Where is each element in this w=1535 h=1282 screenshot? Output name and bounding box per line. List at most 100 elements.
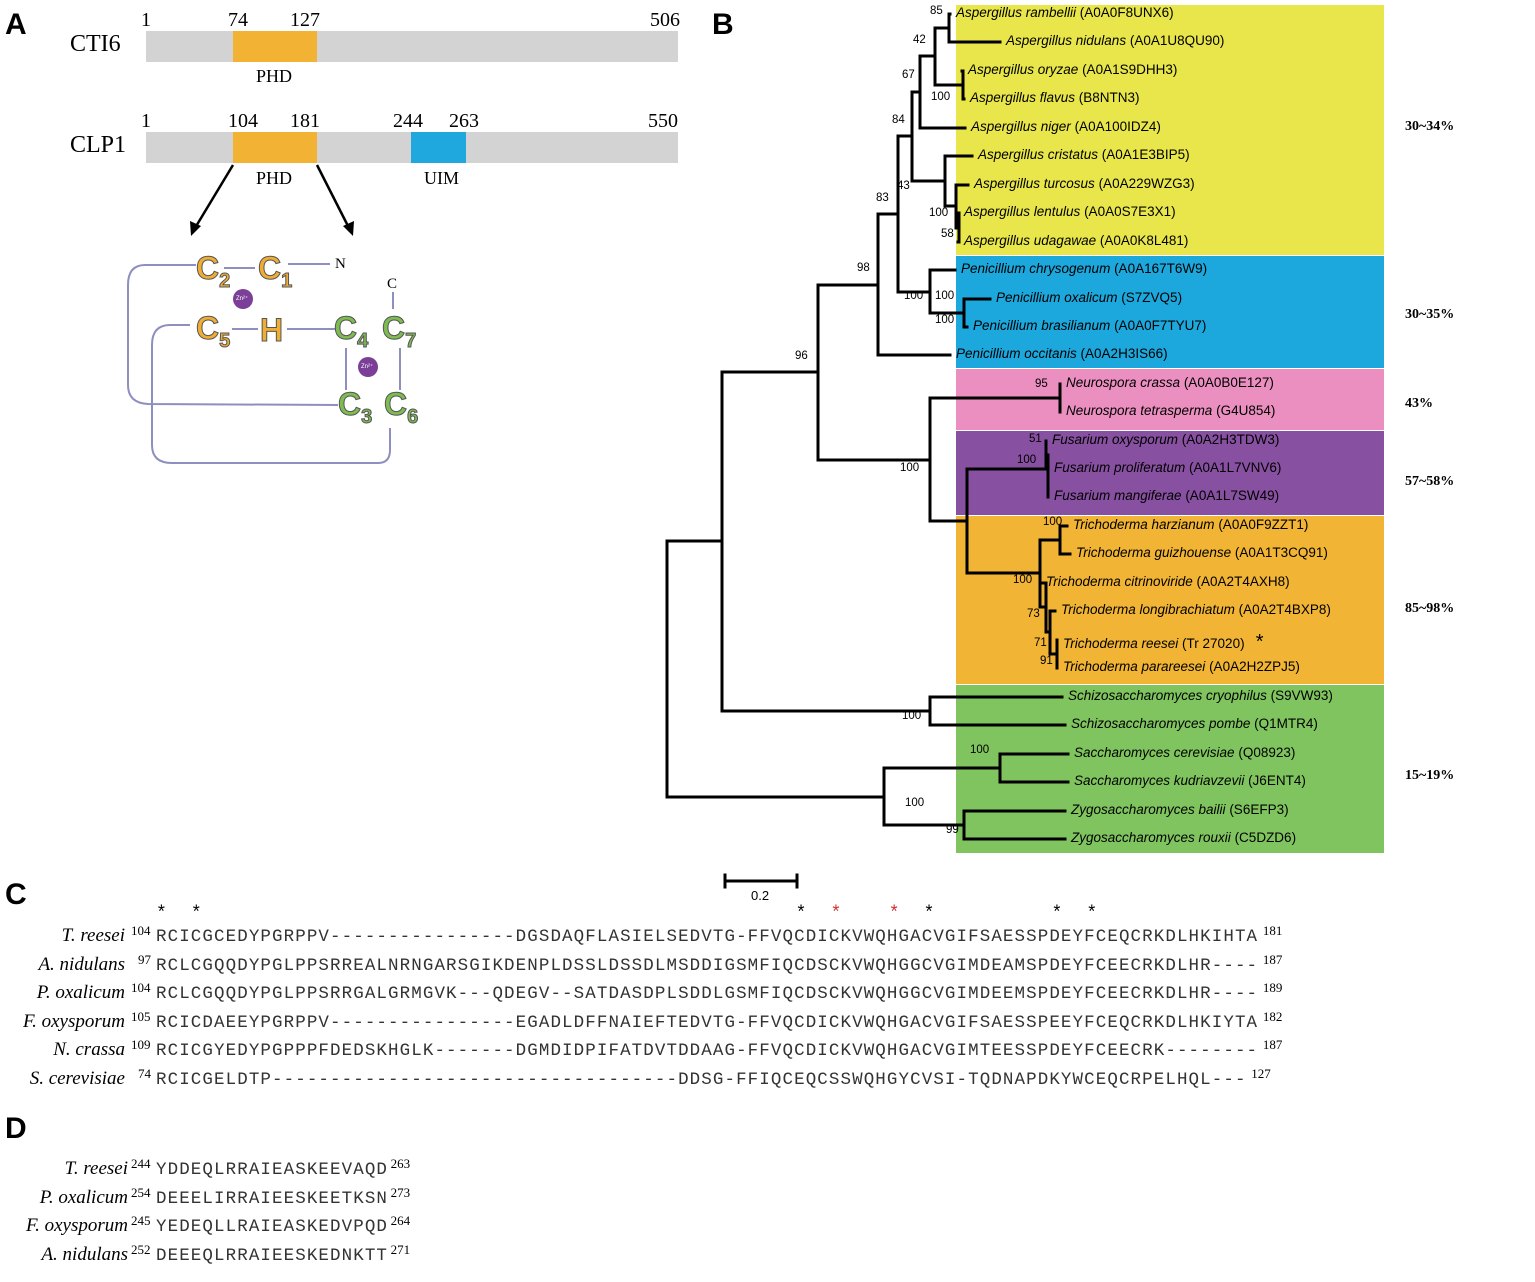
bootstrap-value: 83 [876, 192, 889, 204]
bootstrap-value: 100 [935, 290, 955, 302]
end-position: 127 [1251, 1065, 1271, 1081]
taxon-species: Aspergillus turcosus [974, 176, 1095, 191]
taxon-label: Aspergillus cristatus (A0A1E3BIP5) [978, 147, 1190, 162]
species-name: P. oxalicum [39, 1186, 128, 1208]
residue-letter: H [259, 312, 284, 349]
bootstrap-value: 100 [905, 797, 925, 809]
end-position: 189 [1262, 980, 1283, 995]
c-terminus-label: C [387, 276, 398, 292]
cti6-end: 506 [650, 9, 680, 31]
taxon-species: Aspergillus niger [971, 119, 1071, 134]
bootstrap-value: 100 [935, 314, 955, 326]
taxon-label: Trichoderma reesei (Tr 27020) * [1063, 631, 1263, 654]
aligned-sequence: RCICGELDTP------------------------------… [156, 1069, 1247, 1090]
end-position: 182 [1262, 1008, 1283, 1024]
species-name: T. reesei [64, 1158, 128, 1179]
bootstrap-value: 85 [930, 5, 943, 17]
taxon-label: Trichoderma longibrachiatum (A0A2T4BXP8) [1061, 602, 1331, 617]
taxon-accession: (A0A1S9DHH3) [1078, 62, 1178, 77]
species-name: F. oxysporum [25, 1215, 128, 1236]
end-position: 187 [1262, 951, 1283, 967]
taxon-species: Trichoderma parareesei [1063, 659, 1206, 674]
identity-label-4: 57~58% [1405, 474, 1455, 489]
taxon-species: Trichoderma citrinoviride [1046, 574, 1193, 589]
clp1-label: CLP1 [70, 132, 127, 158]
residue-index: 7 [405, 330, 417, 353]
taxon-accession: (A0A0F8UNX6) [1076, 5, 1174, 20]
taxon-label: Penicillium chrysogenum (A0A167T6W9) [961, 261, 1207, 276]
taxon-accession: (G4U854) [1212, 403, 1276, 418]
aligned-sequence: RCLCGQQDYPGLPPSRREALNRNGARSGIKDENPLDSSLD… [156, 955, 1259, 976]
taxon-species: Aspergillus oryzae [968, 62, 1079, 77]
bootstrap-value: 58 [941, 228, 954, 240]
bootstrap-value: 96 [795, 350, 808, 362]
bootstrap-value: 51 [1029, 433, 1042, 445]
clp1-uim-domain [411, 132, 466, 163]
bootstrap-value: 100 [1017, 454, 1037, 466]
cti6-phd-domain [233, 31, 317, 62]
taxon-accession: (Q1MTR4) [1250, 716, 1318, 731]
aligned-sequence: RCICGCEDYPGRPPV----------------DGSDAQFLA… [156, 927, 1259, 947]
taxon-accession: (C5DZD6) [1230, 830, 1297, 845]
domain-architecture-svg [127, 31, 678, 464]
bootstrap-value: 71 [1034, 637, 1047, 649]
end-position: 181 [1262, 923, 1283, 938]
species-name: T. reesei [61, 925, 125, 946]
zinc-finger-backbone [127, 263, 401, 464]
residue-letter: C [195, 310, 220, 347]
residue-c7: C7 [381, 310, 416, 353]
bootstrap-value: 99 [946, 824, 959, 836]
clade-band-1 [956, 5, 1384, 255]
taxon-species: Aspergillus nidulans [1006, 33, 1127, 48]
clp1-phd-end: 181 [290, 110, 320, 132]
residue-letter: C [337, 386, 362, 423]
aligned-sequence: RCICDAEEYPGRPPV----------------EGADLDFFN… [156, 1012, 1259, 1033]
clp1-phd-domain [233, 132, 317, 163]
residue-letter: C [381, 310, 406, 347]
taxon-species: Fusarium oxysporum [1052, 432, 1179, 447]
conserved-residue-star: * [830, 904, 842, 924]
cti6-phd-start: 74 [228, 9, 248, 31]
scale-bar-label: 0.2 [751, 888, 770, 903]
taxon-label: Penicillium brasilianum (A0A0F7TYU7) [973, 318, 1206, 333]
start-position: 244 [131, 1156, 151, 1171]
bootstrap-value: 100 [1013, 574, 1033, 586]
taxon-accession: (A0A2H2ZPJ5) [1205, 659, 1300, 674]
identity-label-3: 43% [1405, 396, 1433, 411]
taxon-species: Fusarium proliferatum [1054, 460, 1186, 475]
taxon-accession: (A0A0F7TYU7) [1110, 318, 1207, 333]
taxon-label: Aspergillus nidulans (A0A1U8QU90) [1006, 33, 1224, 48]
taxon-species: Fusarium mangiferae [1054, 488, 1182, 503]
taxon-accession: (A0A0F9ZZT1) [1214, 517, 1309, 532]
taxon-label: Penicillium oxalicum (S7ZVQ5) [996, 290, 1182, 305]
taxon-label: Aspergillus niger (A0A100IDZ4) [971, 119, 1161, 134]
start-position: 109 [131, 1037, 151, 1052]
clp1-end: 550 [648, 110, 678, 132]
conserved-residue-star: * [1051, 904, 1063, 924]
taxon-species: Saccharomyces kudriavzevii [1074, 773, 1245, 788]
arrow-left [193, 164, 235, 229]
taxon-accession: (A0A0B0E127) [1180, 375, 1274, 390]
taxon-species: Aspergillus lentulus [964, 204, 1081, 219]
taxon-species: Saccharomyces cerevisiae [1074, 745, 1235, 760]
taxon-species: Zygosaccharomyces rouxii [1071, 830, 1231, 845]
aligned-sequence: DEEEQLRRAIEESKEDNKTT [156, 1245, 389, 1266]
bootstrap-value: 100 [931, 91, 951, 103]
taxon-label: Aspergillus lentulus (A0A0S7E3X1) [964, 204, 1176, 219]
bootstrap-value: 73 [1027, 608, 1040, 620]
taxon-accession: (S6EFP3) [1225, 802, 1289, 817]
zinc-ion-label-2: Zn²⁺ [361, 364, 374, 370]
residue-letter: C [333, 310, 358, 347]
clp1-phd-label: PHD [256, 168, 293, 188]
clp1-uim-end: 263 [449, 110, 479, 132]
identity-label-5: 85~98% [1405, 601, 1455, 616]
conserved-residue-star: * [1086, 904, 1098, 924]
residue-index: 2 [219, 270, 231, 293]
end-position: 187 [1262, 1037, 1283, 1052]
bootstrap-value: 100 [900, 462, 920, 474]
zinc-ion-1 [233, 289, 253, 309]
taxon-accession: (A0A1L7VNV6) [1185, 460, 1282, 475]
species-name: P. oxalicum [36, 982, 125, 1003]
end-position: 264 [390, 1213, 411, 1228]
bootstrap-value: 43 [897, 180, 910, 192]
